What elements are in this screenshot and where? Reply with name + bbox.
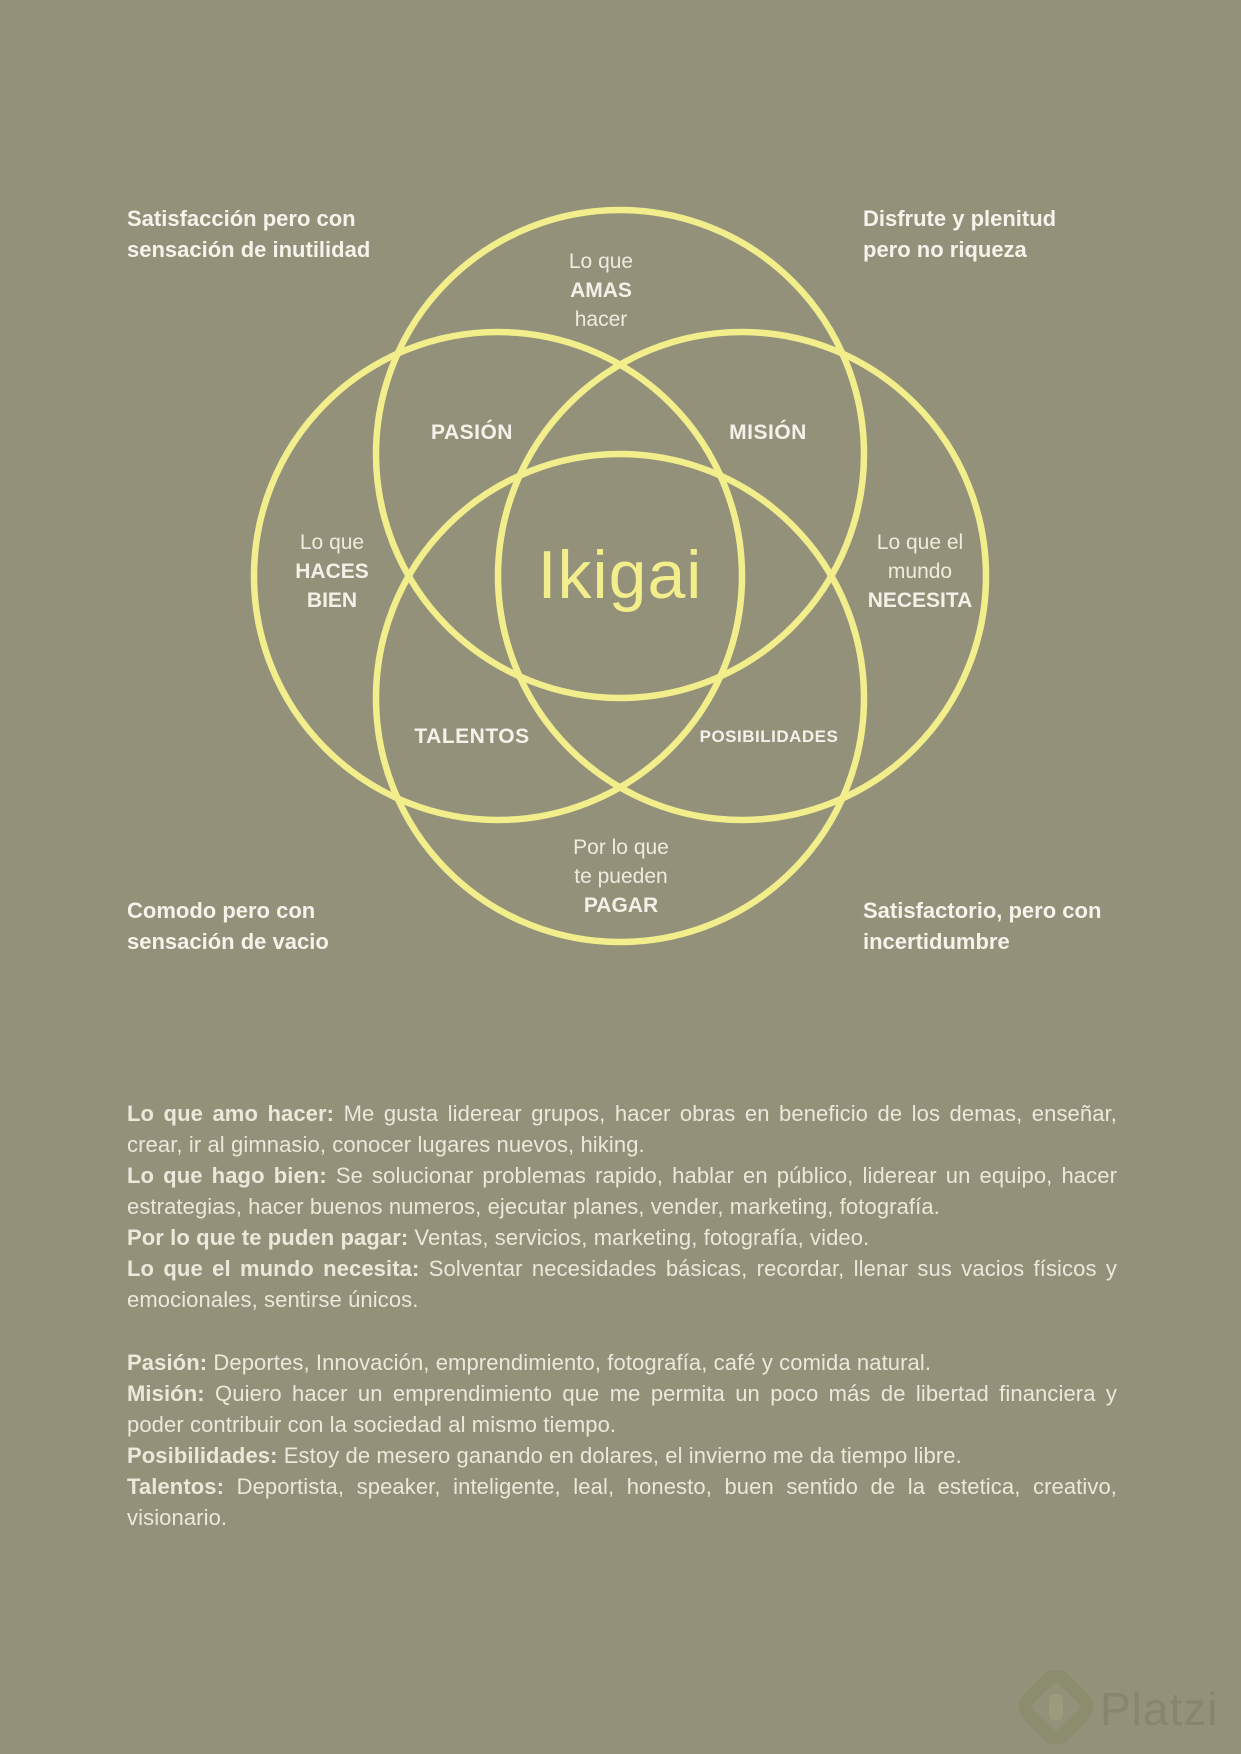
platzi-watermark: Platzi [1016, 1662, 1241, 1754]
corner-note-top-left: Satisfacción pero con sensación de inuti… [127, 203, 370, 265]
circle-label-line: Por lo que [573, 836, 669, 859]
circle-label-line: hacer [574, 308, 628, 331]
definition-item: Posibilidades: Estoy de mesero ganando e… [127, 1443, 962, 1468]
circle-what-you-are-paid-for [372, 450, 868, 946]
circle-label-line: te pueden [574, 865, 668, 888]
definition-item: Talentos: Deportista, speaker, inteligen… [127, 1474, 1118, 1530]
circle-what-you-are-good-at [250, 328, 746, 824]
corner-note-line: Satisfacción pero con [127, 206, 356, 231]
platzi-wordmark: Platzi [1100, 1683, 1219, 1735]
corner-note-line: Satisfactorio, pero con [863, 898, 1102, 923]
corner-note-top-right: Disfrute y plenitud pero no riqueza [863, 203, 1056, 265]
circle-label-line: Lo que [568, 250, 634, 273]
ikigai-title: Ikigai [537, 537, 703, 613]
definition-label: Misión: [127, 1381, 216, 1406]
intersection-label-talentos: TALENTOS [414, 725, 530, 748]
intersection-label-pasion: PASIÓN [431, 421, 513, 444]
corner-note-line: pero no riqueza [863, 237, 1027, 262]
definition-item: Pasión: Deportes, Innovación, emprendimi… [127, 1350, 932, 1375]
corner-note-line: Disfrute y plenitud [863, 206, 1057, 231]
definition-item: Misión: Quiero hacer un emprendimiento q… [127, 1381, 1117, 1437]
circle-what-you-love [372, 206, 868, 702]
definition-item: Lo que el mundo necesita: Solventar nece… [127, 1256, 1117, 1312]
definition-item: Por lo que te puden pagar: Ventas, servi… [127, 1225, 870, 1250]
definition-label: Por lo que te puden pagar: [127, 1225, 415, 1250]
definition-label: Talentos: [127, 1474, 237, 1499]
definition-label: Pasión: [127, 1350, 214, 1375]
circle-what-world-needs [494, 328, 990, 824]
definition-item: Lo que amo hacer: Me gusta liderear grup… [127, 1101, 1117, 1157]
corner-note-bottom-right: Satisfactorio, pero con incertidumbre [863, 895, 1101, 957]
definition-label: Lo que hago bien: [127, 1163, 336, 1188]
definition-label: Posibilidades: [127, 1443, 284, 1468]
corner-note-line: incertidumbre [863, 929, 1010, 954]
platzi-diamond-icon [1018, 1669, 1094, 1745]
circle-label-line: Lo que [299, 531, 365, 554]
corner-note-line: Comodo pero con [127, 898, 316, 923]
definitions-block-primary: Lo que amo hacer: Me gusta liderear grup… [127, 1098, 1117, 1315]
circle-label-line: PAGAR [583, 894, 659, 917]
definitions-section: Lo que amo hacer: Me gusta liderear grup… [127, 1098, 1117, 1533]
definition-label: Lo que el mundo necesita: [127, 1256, 429, 1281]
definition-label: Lo que amo hacer: [127, 1101, 344, 1126]
corner-note-bottom-left: Comodo pero con sensación de vacio [127, 895, 329, 957]
circle-label-line: AMAS [570, 279, 632, 302]
definitions-block-secondary: Pasión: Deportes, Innovación, emprendimi… [127, 1347, 1117, 1533]
circle-label-line: BIEN [306, 589, 358, 612]
intersection-label-posibilidades: POSIBILIDADES [699, 727, 839, 746]
corner-note-line: sensación de vacio [127, 929, 329, 954]
intersection-label-mision: MISIÓN [729, 421, 807, 444]
definition-item: Lo que hago bien: Se solucionar problema… [127, 1163, 1117, 1219]
circle-label-line: HACES [295, 560, 369, 583]
circle-label-line: mundo [887, 560, 953, 583]
circle-label-line: Lo que el [876, 531, 964, 554]
circle-label-line: NECESITA [867, 589, 973, 612]
corner-note-line: sensación de inutilidad [127, 237, 371, 262]
